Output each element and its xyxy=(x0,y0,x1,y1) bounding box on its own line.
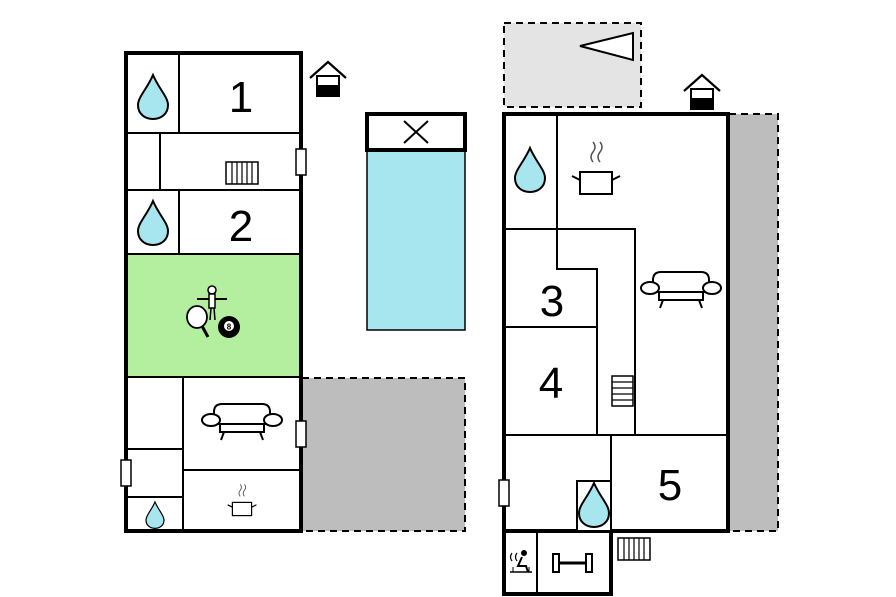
north-arrow-icon xyxy=(579,31,634,62)
game-room-floor xyxy=(126,254,301,377)
terrace-right xyxy=(728,113,779,532)
carport xyxy=(503,22,642,108)
cooking-pot-icon xyxy=(227,483,257,517)
house-entrance-icon xyxy=(682,73,722,111)
sofa-icon xyxy=(201,403,283,441)
swimming-pool xyxy=(365,112,467,331)
house-entrance-icon xyxy=(308,60,348,98)
radiator-icon xyxy=(611,375,634,407)
billiard-ball-icon: 8 xyxy=(218,316,240,338)
water-drop-icon xyxy=(514,147,546,193)
sofa-icon xyxy=(640,271,722,309)
radiator-icon xyxy=(225,161,259,185)
cooking-pot-icon xyxy=(571,141,621,195)
sauna-icon xyxy=(509,550,532,573)
water-drop-icon xyxy=(145,501,165,530)
dumbbell-icon xyxy=(552,553,593,573)
left-doors xyxy=(120,148,307,487)
room-3-label: 3 xyxy=(540,277,564,326)
table-football-icon xyxy=(197,285,227,321)
game-room-icons: 8 xyxy=(186,285,240,338)
terrace-left xyxy=(301,377,466,532)
ping-pong-icon xyxy=(186,305,210,338)
pool-cover-icon xyxy=(403,120,429,144)
water-drop-icon xyxy=(137,74,169,120)
room-2-label: 2 xyxy=(229,202,253,251)
radiator-icon xyxy=(617,537,651,561)
water-drop-icon xyxy=(137,200,169,246)
room-5-label: 5 xyxy=(658,461,682,510)
room-4-label: 4 xyxy=(539,359,563,408)
right-doors xyxy=(498,479,510,507)
svg-text:8: 8 xyxy=(227,323,232,332)
room-1-label: 1 xyxy=(229,73,253,122)
left-building-walls xyxy=(124,51,303,533)
